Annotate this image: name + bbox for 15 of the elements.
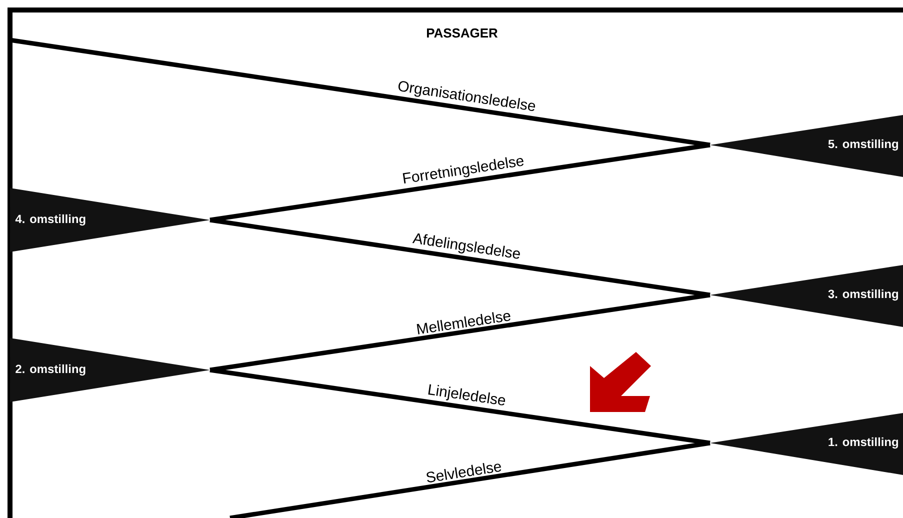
transition-triangle: 5. omstilling <box>710 115 903 177</box>
transition-triangle: 2. omstilling <box>10 338 210 402</box>
title: PASSAGER <box>427 28 498 38</box>
connector-line <box>230 440 710 518</box>
connector-line <box>210 142 710 222</box>
edge-label: Linjeledelse <box>425 382 508 410</box>
transition-triangle: 4. omstilling <box>10 188 210 252</box>
connector-line <box>210 292 710 372</box>
transition-triangle: 3. omstilling <box>710 265 903 327</box>
connector-line <box>210 218 710 298</box>
transition-triangle: 1. omstilling <box>710 413 903 475</box>
connector-line <box>10 38 710 148</box>
connector-line <box>210 368 710 446</box>
edge-label: Mellemledelse <box>414 308 513 336</box>
edge-label: Selvledelse <box>424 459 504 484</box>
